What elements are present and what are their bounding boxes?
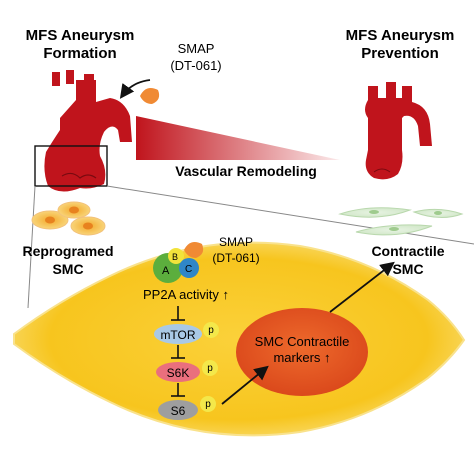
arrow-to-contractile — [329, 261, 395, 313]
s6k-phospho-icon — [202, 360, 218, 376]
pp2a-complex: A B C — [153, 242, 204, 283]
s6k-label: S6K — [167, 366, 190, 380]
mtor-node — [154, 324, 202, 344]
pp2a-subunit-c-icon — [179, 258, 199, 278]
pp2a-b-label: B — [172, 252, 178, 262]
drug-molecule-icon — [140, 88, 160, 104]
pp2a-subunit-b-icon — [168, 248, 184, 264]
formation-title-line1: MFS Aneurysm — [26, 27, 135, 44]
drug-label-top-line2: (DT-061) — [170, 58, 221, 73]
drug-molecule-cell-icon — [184, 242, 204, 258]
smc-nucleus — [236, 308, 368, 396]
s6k-phospho-label: p — [207, 363, 213, 374]
nucleus-label-line1: SMC Contractile — [255, 334, 350, 349]
mtor-phospho-label: p — [208, 325, 214, 336]
drug-label-top-line1: SMAP — [178, 41, 215, 56]
drug-label-cell-line2: (DT-061) — [212, 251, 259, 265]
pp2a-c-label: C — [185, 264, 192, 275]
prevention-title-line1: MFS Aneurysm — [346, 27, 455, 44]
healthy-aorta-icon — [365, 82, 432, 180]
pp2a-activity-label: PP2A activity ↑ — [143, 287, 229, 302]
nucleus-label-line2: markers ↑ — [273, 350, 330, 365]
prevention-title-line2: Prevention — [361, 45, 439, 62]
s6-phospho-label: p — [205, 399, 211, 410]
s6-label: S6 — [171, 404, 186, 418]
pp2a-a-label: A — [162, 265, 170, 277]
contractile-cells-icon — [338, 207, 464, 236]
drug-curved-arrow — [119, 79, 151, 99]
projection-line-left — [106, 185, 474, 245]
s6-node — [158, 400, 198, 420]
mtor-label: mTOR — [160, 328, 195, 342]
s6-phospho-icon — [200, 396, 216, 412]
remodeling-label: Vascular Remodeling — [175, 163, 317, 179]
mtor-phospho-icon — [203, 322, 219, 338]
reprogramed-label-line1: Reprogramed — [22, 243, 113, 259]
contractile-label-line2: SMC — [392, 261, 423, 277]
arrow-to-nucleus — [221, 365, 269, 405]
s6k-node — [156, 362, 200, 382]
remodeling-wedge — [136, 116, 340, 160]
projection-line-right — [27, 185, 36, 309]
highlight-box — [34, 145, 108, 187]
reprogramed-cells-icon — [31, 201, 106, 236]
aneurysm-aorta-icon — [44, 70, 132, 192]
formation-title-line2: Formation — [43, 45, 116, 62]
reprogramed-label-line2: SMC — [52, 261, 83, 277]
drug-label-cell-line1: SMAP — [219, 235, 253, 249]
contractile-label-line1: Contractile — [371, 243, 444, 259]
